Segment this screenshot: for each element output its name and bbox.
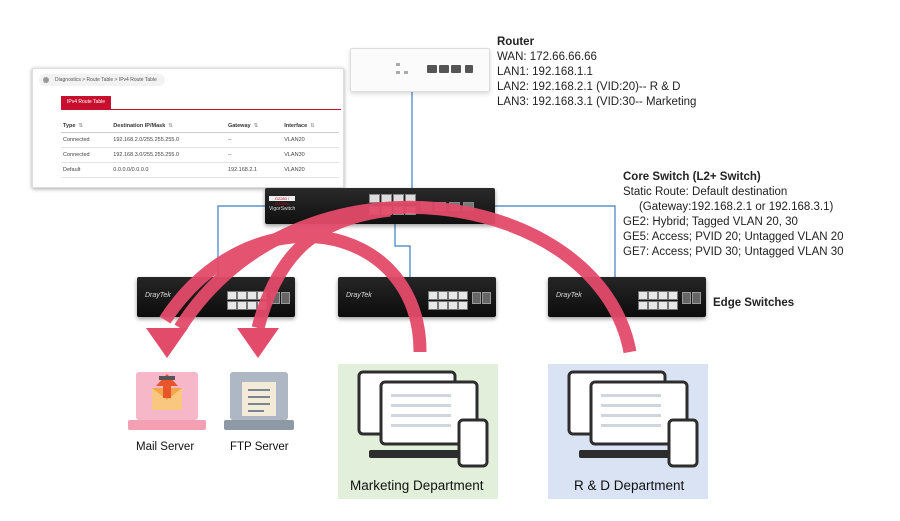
table-cell: VLAN20 [282,132,339,148]
arrowhead-mail [146,328,188,358]
edge-switch-3: DrayTek [548,277,706,317]
table-cell: Connected [61,147,112,163]
column-header-gateway[interactable]: Gateway⇅ [225,119,283,133]
route-table-panel: Diagnostics > Route Table > IPv4 Route T… [32,68,344,188]
table-row: Connected 192.168.2.0/255.255.255.0 -- V… [61,132,339,148]
core-edge3-link [478,205,616,288]
draytek-logo: DrayTek [145,292,171,299]
arrow-rnd-to-mail [174,200,637,354]
draytek-logo: DrayTek [346,292,372,299]
router-info: Router WAN: 172.66.66.66 LAN1: 192.168.1… [497,35,696,110]
router-port [427,65,437,73]
edge-switch-2: DrayTek [338,277,496,317]
router-line: LAN3: 192.168.3.1 (VID:30-- Marketing [497,96,697,108]
model-badge: G2280 / G2282x [269,196,295,206]
table-row: Default 0.0.0.0/0.0.0.0 192.168.2.1 VLAN… [61,162,339,178]
core-switch-info: Core Switch (L2+ Switch) Static Route: D… [623,170,844,260]
sort-icon: ⇅ [78,122,84,129]
core-switch-line: GE5: Access; PVID 20; Untagged VLAN 20 [623,231,844,243]
table-cell: -- [225,132,283,148]
table-cell: VLAN30 [282,147,339,163]
marketing-department-label: Marketing Department [350,478,484,493]
table-cell: 192.168.2.1 [225,162,283,178]
core-edge2-link [394,222,411,278]
table-cell: Default [61,162,112,178]
ftp-server-icon [224,372,294,430]
core-switch-title: Core Switch (L2+ Switch) [623,171,761,183]
table-cell: Connected [61,132,112,148]
router-line: WAN: 172.66.66.66 [497,51,597,63]
column-header-destination[interactable]: Destination IP/Mask⇅ [111,119,226,133]
table-cell: VLAN20 [282,162,339,178]
draytek-logo: DrayTek [556,292,582,299]
sort-icon: ⇅ [168,122,173,129]
router-port [451,65,461,73]
router-port [439,65,449,73]
arrow-marketing-to-mail [159,229,427,353]
router-port [465,65,473,73]
tab-ipv4-route-table[interactable]: IPv4 Route Table [61,96,111,109]
table-row: Connected 192.168.3.0/255.255.255.0 -- V… [61,147,339,163]
table-cell: 192.168.3.0/255.255.255.0 [111,147,226,163]
route-table: Type⇅ Destination IP/Mask⇅ Gateway⇅ Inte… [61,119,339,178]
router-line: LAN2: 192.168.2.1 (VID:20)-- R & D [497,81,681,93]
vigorswitch-logo: VigorSwitch [269,206,296,212]
core-switch-line: GE7: Access; PVID 30; Untagged VLAN 30 [623,246,844,258]
marketing-computers-icon [357,370,489,468]
table-header-row: Type⇅ Destination IP/Mask⇅ Gateway⇅ Inte… [61,119,339,133]
ftp-server-label: FTP Server [230,441,289,453]
router-device [350,48,490,92]
column-header-interface[interactable]: Interface⇅ [282,119,339,133]
home-icon [43,77,49,83]
table-cell: 192.168.2.0/255.255.255.0 [111,132,226,148]
sort-icon: ⇅ [310,122,315,129]
arrow-to-ftp [251,203,391,330]
column-header-type[interactable]: Type⇅ [61,119,112,133]
edge-switches-label: Edge Switches [713,297,795,309]
rnd-department-label: R & D Department [574,478,685,493]
table-cell: 0.0.0.0/0.0.0.0 [111,162,226,178]
breadcrumb: Diagnostics > Route Table > IPv4 Route T… [39,74,165,86]
core-switch-line: Static Route: Default destination [623,186,788,198]
core-switch-line: GE2: Hybrid; Tagged VLAN 20, 30 [623,216,798,228]
tab-underline [61,109,341,110]
router-line: LAN1: 192.168.1.1 [497,66,593,78]
arrowhead-ftp [237,328,279,358]
rnd-computers-icon [567,370,699,468]
breadcrumb-text: Diagnostics > Route Table > IPv4 Route T… [55,77,157,83]
mail-server-icon [128,372,206,430]
table-cell: -- [225,147,283,163]
sort-icon: ⇅ [253,122,259,129]
core-switch-line: (Gateway:192.168.2.1 or 192.168.3.1) [623,201,834,213]
mail-server-label: Mail Server [136,441,195,453]
router-title: Router [497,36,535,48]
